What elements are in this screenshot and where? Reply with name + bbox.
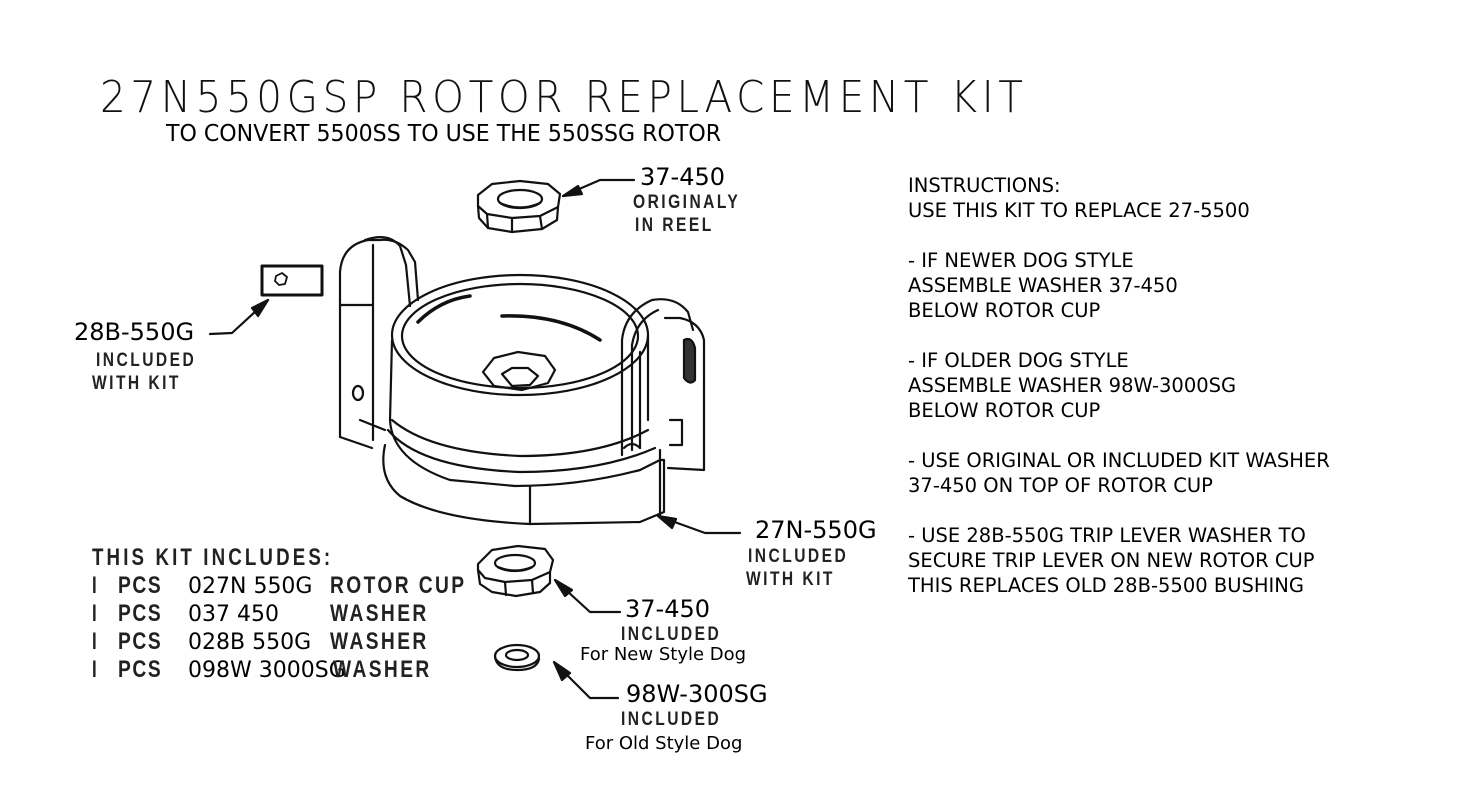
kit-item-part: 098W 3000SG (188, 658, 346, 683)
top-washer-drawing (476, 179, 562, 234)
kit-contents-heading: THIS KIT INCLUDES: (92, 544, 334, 571)
instruction-line: SECURE TRIP LEVER ON NEW ROTOR CUP (908, 549, 1315, 572)
bottom-washer-leader (553, 578, 622, 614)
kit-contents-list: THIS KIT INCLUDES: I PCS 027N 550G ROTOR… (92, 544, 501, 684)
instructions-block: INSTRUCTIONS: USE THIS KIT TO REPLACE 27… (908, 173, 1330, 598)
rotor-cup-leader (656, 514, 742, 535)
small-washer-subnote: For Old Style Dog (585, 733, 743, 754)
instruction-spacer (908, 423, 1330, 448)
bottom-washer-drawing (476, 544, 555, 598)
instruction-line: BELOW ROTOR CUP (908, 399, 1101, 422)
diagram-title: 27N550GSP ROTOR REPLACEMENT KIT (100, 72, 1028, 123)
instructions-heading: INSTRUCTIONS: (908, 174, 1061, 197)
rotor-cup-note-1: INCLUDED (748, 546, 849, 567)
bottom-washer-subnote: For New Style Dog (580, 644, 747, 665)
small-washer-drawing (493, 643, 541, 672)
instruction-line: ASSEMBLE WASHER 37-450 (908, 274, 1178, 297)
instruction-line: USE THIS KIT TO REPLACE 27-5500 (908, 199, 1250, 222)
kit-item-unit: PCS (118, 572, 163, 599)
kit-item-part: 028B 550G (188, 630, 312, 655)
kit-item-row: I PCS 098W 3000SG WASHER (92, 656, 501, 684)
small-washer-note: INCLUDED (621, 709, 722, 730)
trip-lever-washer-note-1: INCLUDED (96, 350, 197, 371)
kit-item-desc: ROTOR CUP (330, 572, 467, 599)
rotor-cup-part-label: 27N-550G (755, 516, 877, 544)
kit-item-row: I PCS 028B 550G WASHER (92, 628, 501, 656)
kit-item-unit: PCS (118, 628, 163, 655)
kit-item-qty: I (92, 656, 97, 683)
kit-item-qty: I (92, 628, 97, 655)
instruction-line: - USE ORIGINAL OR INCLUDED KIT WASHER (908, 449, 1330, 472)
top-washer-part-label: 37-450 (640, 163, 726, 191)
small-washer-part-label: 98W-300SG (626, 680, 768, 708)
rotor-cup-drawing (338, 235, 706, 526)
instruction-line: - IF NEWER DOG STYLE (908, 249, 1134, 272)
instruction-line: - USE 28B-550G TRIP LEVER WASHER TO (908, 524, 1306, 547)
instruction-spacer (908, 498, 1330, 523)
instruction-line: 37-450 ON TOP OF ROTOR CUP (908, 474, 1213, 497)
top-washer-note-1: ORIGINALY (633, 192, 741, 213)
instruction-line: BELOW ROTOR CUP (908, 299, 1101, 322)
trip-lever-washer-note-2: WITH KIT (92, 373, 181, 394)
top-washer-note-2: IN REEL (635, 215, 714, 236)
bottom-washer-part-label: 37-450 (625, 595, 711, 623)
kit-item-row: I PCS 037 450 WASHER (92, 600, 501, 628)
trip-lever-washer-drawing (260, 264, 324, 297)
kit-item-part: 037 450 (188, 602, 279, 627)
trip-lever-washer-leader (208, 298, 270, 336)
kit-item-unit: PCS (118, 656, 163, 683)
kit-item-qty: I (92, 600, 97, 627)
kit-item-desc: WASHER (333, 656, 432, 683)
instruction-line: - IF OLDER DOG STYLE (908, 349, 1129, 372)
instruction-line: ASSEMBLE WASHER 98W-3000SG (908, 374, 1237, 397)
diagram-subtitle: TO CONVERT 5500SS TO USE THE 550SSG ROTO… (166, 121, 722, 147)
instruction-line: THIS REPLACES OLD 28B-5500 BUSHING (908, 574, 1304, 597)
trip-lever-washer-part-label: 28B-550G (74, 318, 195, 346)
top-washer-leader (561, 178, 636, 198)
kit-item-part: 027N 550G (188, 574, 313, 599)
instruction-spacer (908, 323, 1330, 348)
instruction-spacer (908, 223, 1330, 248)
kit-item-row: I PCS 027N 550G ROTOR CUP (92, 572, 501, 600)
small-washer-leader (552, 660, 620, 700)
kit-item-desc: WASHER (330, 628, 429, 655)
kit-item-unit: PCS (118, 600, 163, 627)
bottom-washer-note: INCLUDED (621, 624, 722, 645)
kit-item-desc: WASHER (330, 600, 429, 627)
kit-item-qty: I (92, 572, 97, 599)
rotor-cup-note-2: WITH KIT (746, 569, 835, 590)
